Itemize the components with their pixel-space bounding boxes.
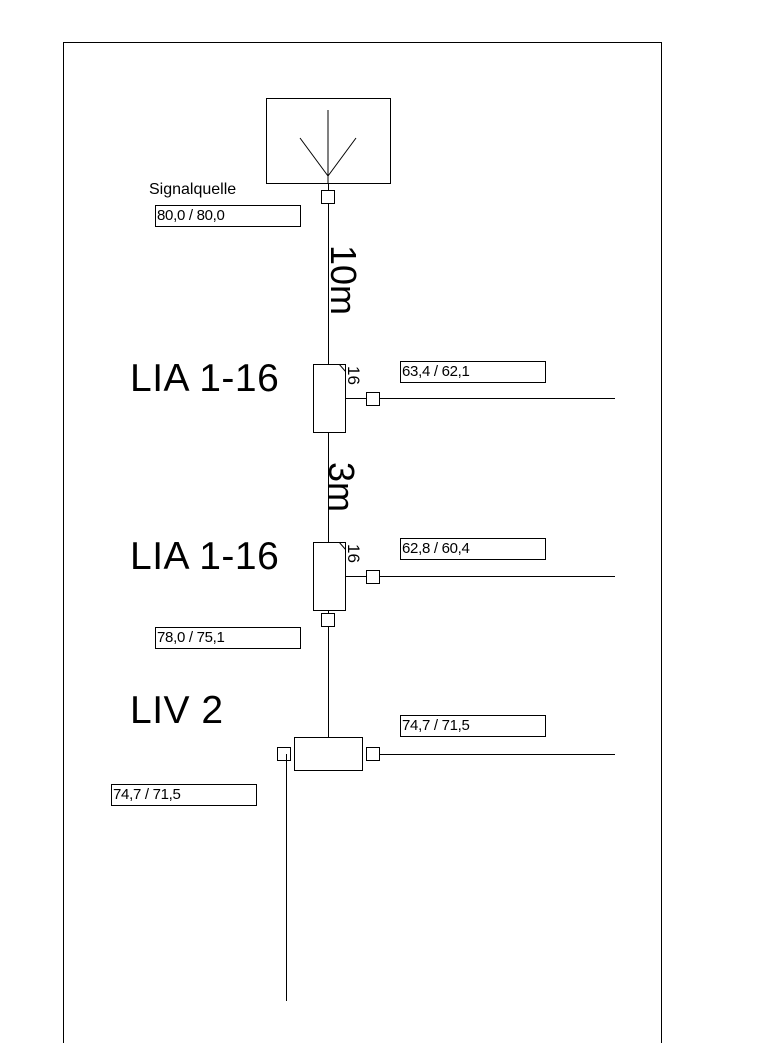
splitter-right-connector xyxy=(366,747,380,761)
tap-2-value: 16 xyxy=(344,544,363,563)
source-level: 80,0 / 80,0 xyxy=(155,205,301,227)
splitter-left-connector xyxy=(277,747,291,761)
tap-2-branch-level: 62,8 / 60,4 xyxy=(400,538,546,560)
tap-1-name: LIA 1-16 xyxy=(130,357,280,400)
tap-2-output-connector xyxy=(321,613,335,627)
tap-1-branch-line xyxy=(346,398,615,399)
tap-2-box xyxy=(313,542,346,611)
cable-length-1: 10m xyxy=(323,245,364,316)
splitter-down-line xyxy=(286,754,287,1001)
splitter-box xyxy=(294,737,363,771)
cable-length-2: 3m xyxy=(321,462,362,513)
antenna-icon xyxy=(299,110,357,184)
tap-2-connector xyxy=(366,570,380,584)
tap-2-name: LIA 1-16 xyxy=(130,535,280,578)
splitter-name: LIV 2 xyxy=(130,689,224,732)
signal-source-box xyxy=(266,98,391,184)
tap-1-value: 16 xyxy=(344,366,363,385)
source-connector xyxy=(321,190,335,204)
tap-2-branch-line xyxy=(346,576,615,577)
tap-1-branch-level: 63,4 / 62,1 xyxy=(400,361,546,383)
splitter-right-level: 74,7 / 71,5 xyxy=(400,715,546,737)
diagram-frame xyxy=(63,42,662,1043)
tap-2-output-level: 78,0 / 75,1 xyxy=(155,627,301,649)
splitter-left-level: 74,7 / 71,5 xyxy=(111,784,257,806)
splitter-right-line xyxy=(380,754,615,755)
tap-1-box xyxy=(313,364,346,433)
source-label: Signalquelle xyxy=(149,181,237,198)
tap-1-connector xyxy=(366,392,380,406)
